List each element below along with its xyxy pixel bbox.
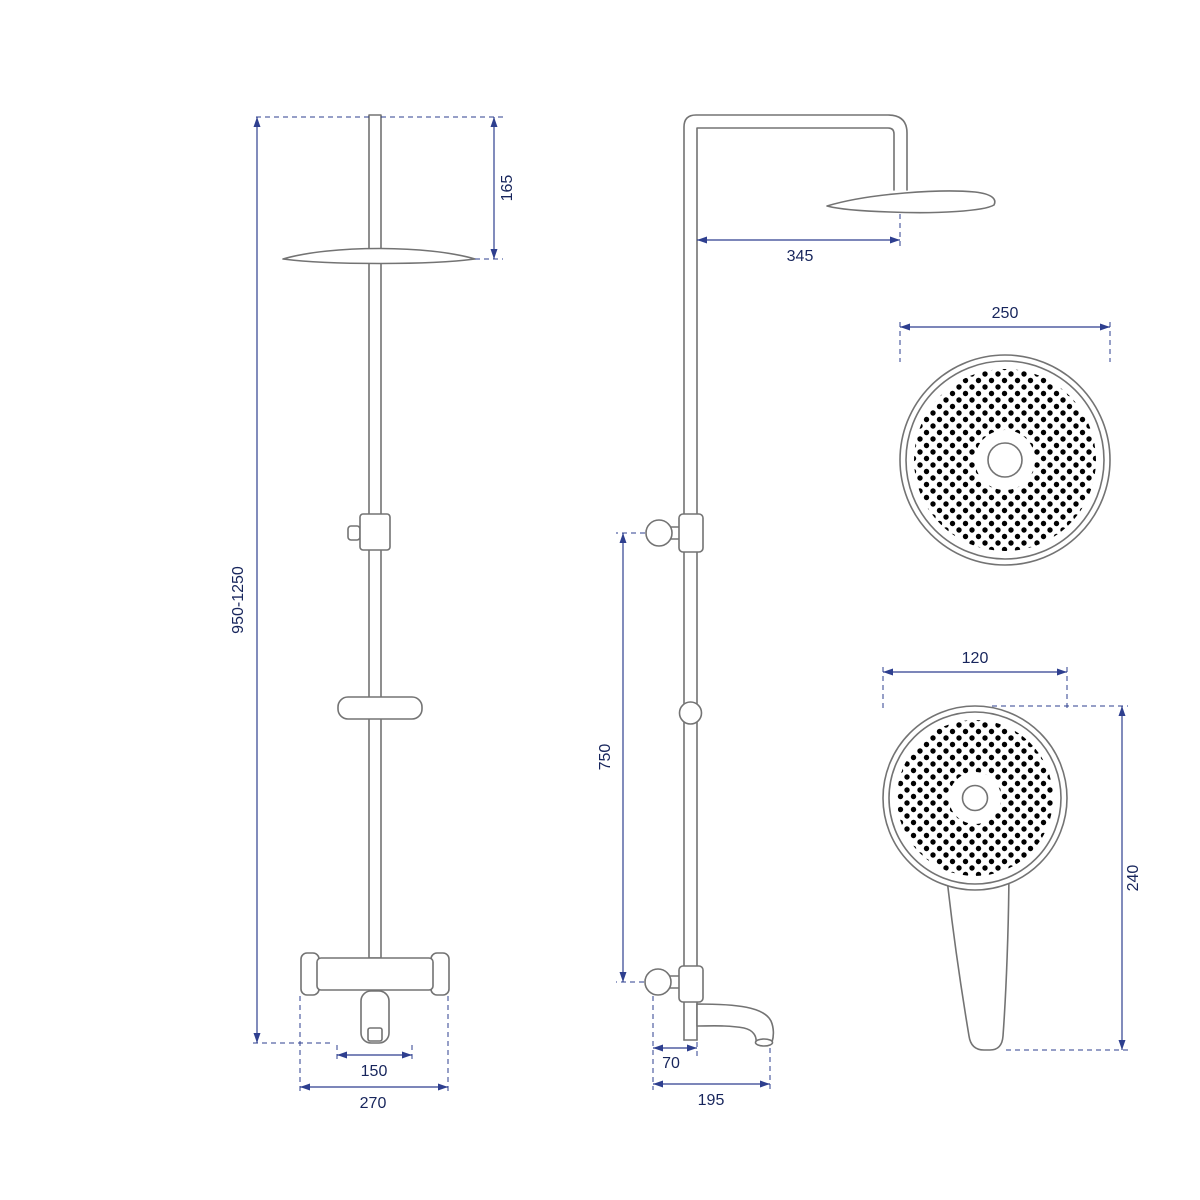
slider-clamp-side <box>678 513 704 553</box>
diverter-clamp-side <box>678 965 704 1003</box>
rain-head-side <box>826 190 996 214</box>
hand-shower-inner-rim <box>888 711 1062 885</box>
dim-label-120: 120 <box>962 650 989 667</box>
dim-label-270: 270 <box>360 1095 387 1112</box>
soap-dish-front <box>337 696 423 720</box>
dim-label-165: 165 <box>499 175 516 202</box>
dim-label-240: 240 <box>1125 865 1142 892</box>
hand-shower-center-cap <box>961 784 989 812</box>
riser-pipe-side-inner <box>696 127 895 1041</box>
dim-label-250: 250 <box>992 305 1019 322</box>
dim-label-750: 750 <box>597 744 614 771</box>
rain-head-front <box>282 247 476 265</box>
diverter-knob-side <box>644 968 672 996</box>
front-view: 165 950-1250 150 270 <box>230 114 516 1112</box>
hose-connector-knob <box>678 701 703 725</box>
spout-aerator-front <box>367 1027 383 1042</box>
hand-shower-handle <box>944 859 1010 1051</box>
spout-outlet-side <box>754 1038 774 1047</box>
tub-spout-front <box>360 990 390 1044</box>
slider-handle-front <box>347 525 361 541</box>
dim-label-950-1250: 950-1250 <box>230 566 247 634</box>
dim-label-345: 345 <box>787 248 814 265</box>
slider-clamp-front <box>359 513 391 551</box>
dim-label-195: 195 <box>698 1092 725 1109</box>
side-view: 345 750 70 195 <box>597 114 996 1109</box>
dim-label-70: 70 <box>662 1055 680 1072</box>
hand-shower-face-view: 120 240 <box>882 650 1142 1051</box>
slider-knob-side <box>645 519 673 547</box>
rain-head-face-view: 250 <box>899 305 1111 566</box>
dim-label-150: 150 <box>361 1063 388 1080</box>
tub-spout-side <box>696 1003 775 1044</box>
mixer-body-front <box>316 957 434 991</box>
rain-head-inner-rim <box>905 360 1105 560</box>
riser-pipe-side-outer <box>683 114 908 1041</box>
rain-head-center-cap <box>987 442 1023 478</box>
